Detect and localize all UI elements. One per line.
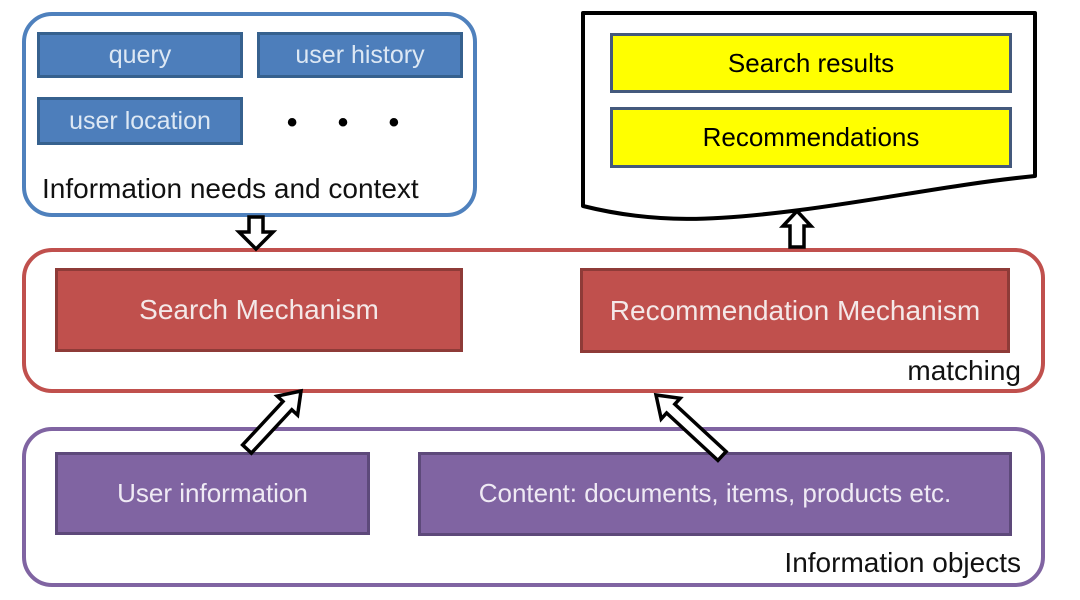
- content-box: Content: documents, items, products etc.: [418, 452, 1012, 536]
- recommendations-box: Recommendations: [610, 107, 1012, 168]
- search-mechanism-label: Search Mechanism: [139, 294, 379, 326]
- user-location-box-label: user location: [69, 106, 211, 135]
- down-arrow: [234, 215, 278, 252]
- recommendation-mechanism-label: Recommendation Mechanism: [609, 294, 981, 326]
- content-box-label: Content: documents, items, products etc.: [478, 478, 952, 509]
- user-history-box: user history: [257, 32, 463, 78]
- search-results-label: Search results: [727, 47, 895, 78]
- query-box-label: query: [108, 40, 172, 69]
- up-arrow: [778, 208, 816, 249]
- user-history-box-label: user history: [295, 40, 425, 69]
- recommendations-label: Recommendations: [702, 122, 920, 152]
- matching-container: Search Mechanism Recommendation Mechanis…: [22, 248, 1045, 393]
- matching-label: matching: [907, 355, 1021, 386]
- information-objects-container: User information Content: documents, ite…: [22, 427, 1045, 587]
- ellipsis-dots: • • •: [286, 106, 416, 139]
- recommendation-mechanism-box: Recommendation Mechanism: [580, 268, 1010, 353]
- search-mechanism-box: Search Mechanism: [55, 268, 463, 352]
- query-box: query: [37, 32, 243, 78]
- information-objects-label: Information objects: [784, 547, 1021, 578]
- search-results-box: Search results: [610, 33, 1012, 93]
- user-information-label: User information: [117, 477, 308, 508]
- user-information-box: User information: [55, 452, 370, 535]
- information-needs-container: query user history user location • • • I…: [22, 12, 477, 217]
- information-needs-label: Information needs and context: [42, 173, 419, 204]
- user-location-box: user location: [37, 97, 243, 145]
